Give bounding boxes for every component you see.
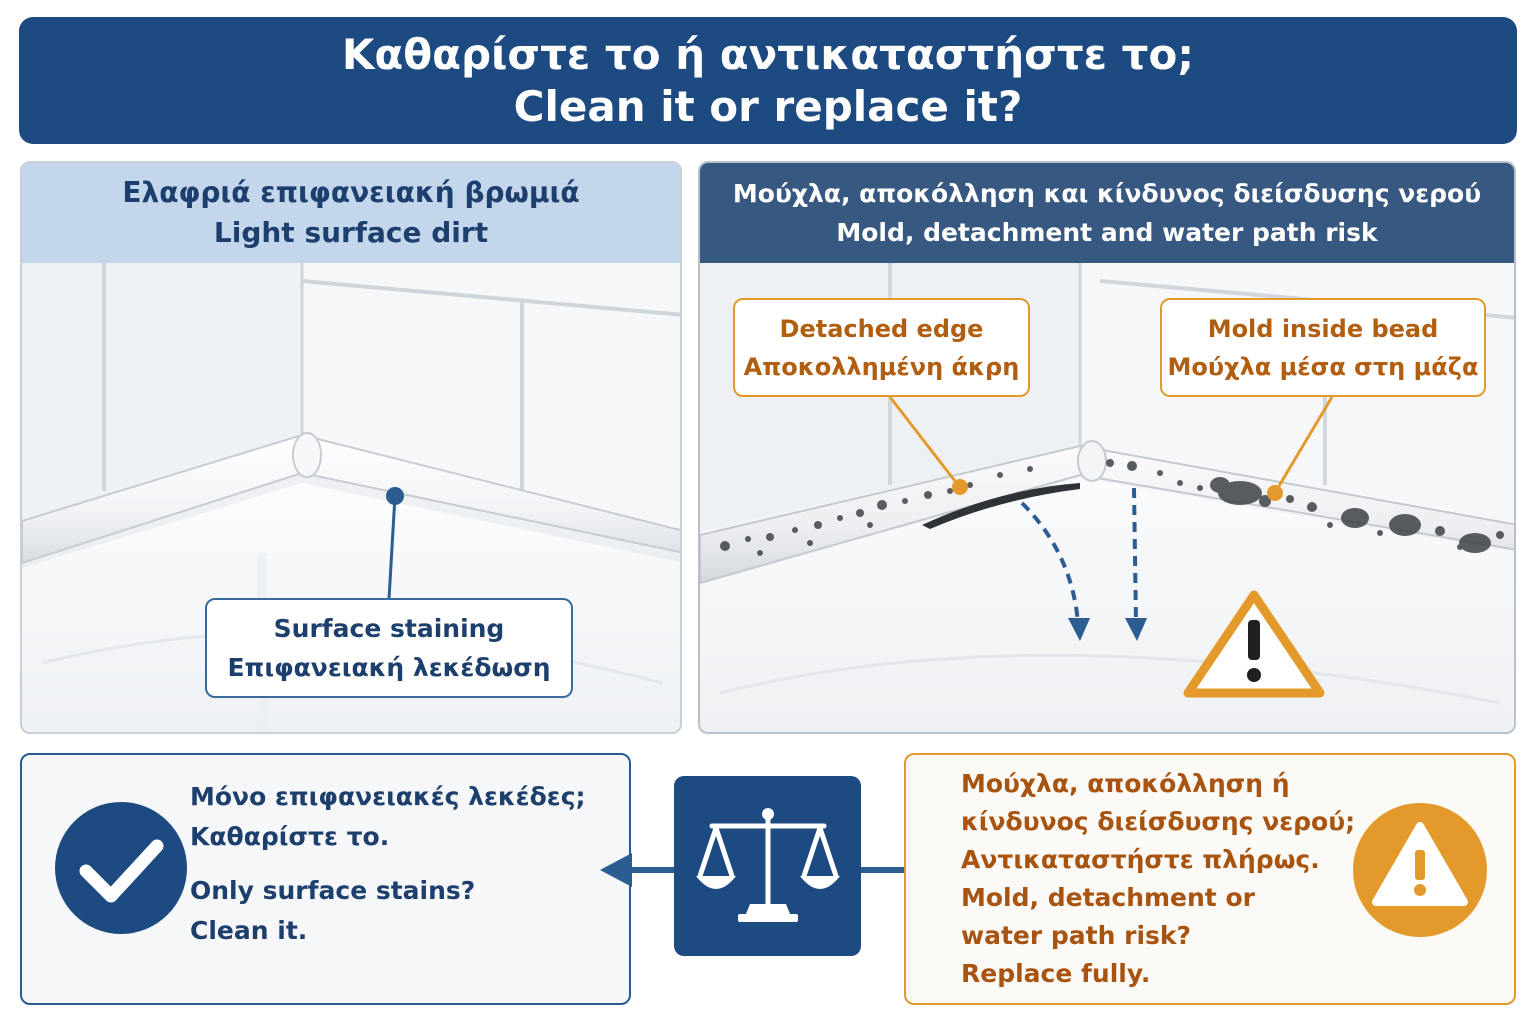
mold-risk-heading-english: Mold, detachment and water path risk — [836, 218, 1378, 247]
warning-icon — [1183, 590, 1325, 698]
replace-en-line-2: water path risk? — [961, 921, 1192, 950]
replace-gr-line-1: Μούχλα, αποκόλληση ή — [961, 769, 1290, 798]
replace-gr-line-2: κίνδυνος διείσδυσης νερού; — [961, 807, 1356, 836]
light-dirt-header: Ελαφριά επιφανειακή βρωμιά Light surface… — [22, 163, 680, 263]
light-dirt-panel: Ελαφριά επιφανειακή βρωμιά Light surface… — [20, 161, 682, 734]
mold-risk-heading-greek: Μούχλα, αποκόλληση και κίνδυνος διείσδυσ… — [732, 179, 1482, 208]
surface-staining-english: Surface staining — [273, 614, 505, 643]
clean-it-box: Μόνο επιφανειακές λεκέδες; Καθαρίστε το.… — [20, 753, 631, 1005]
light-dirt-heading-english: Light surface dirt — [213, 216, 489, 249]
replace-it-text: Μούχλα, αποκόλληση ή κίνδυνος διείσδυσης… — [961, 765, 1355, 993]
clean-gr-line-2: Καθαρίστε το. — [190, 822, 390, 851]
mold-risk-header: Μούχλα, αποκόλληση και κίνδυνος διείσδυσ… — [700, 163, 1514, 263]
detached-edge-english: Detached edge — [779, 314, 984, 343]
clean-en-line-1: Only surface stains? — [190, 876, 476, 905]
replace-it-box: Μούχλα, αποκόλληση ή κίνδυνος διείσδυσης… — [904, 753, 1516, 1005]
scale-tile — [674, 776, 861, 956]
balance-scale-icon — [696, 808, 840, 922]
title-banner: Καθαρίστε το ή αντικαταστήστε το; Clean … — [19, 17, 1517, 144]
clean-it-text: Μόνο επιφανειακές λεκέδες; Καθαρίστε το.… — [190, 777, 586, 951]
replace-en-line-1: Mold, detachment or — [961, 883, 1255, 912]
surface-staining-greek: Επιφανειακή λεκέδωση — [227, 653, 551, 682]
mold-inside-callout: Mold inside bead Μούχλα μέσα στη μάζα — [1160, 298, 1486, 397]
title-greek: Καθαρίστε το ή αντικαταστήστε το; — [341, 29, 1195, 79]
clean-gr-line-1: Μόνο επιφανειακές λεκέδες; — [190, 782, 586, 811]
checkmark-icon — [55, 802, 187, 934]
title-english: Clean it or replace it? — [513, 81, 1023, 131]
surface-staining-callout: Surface staining Επιφανειακή λεκέδωση — [205, 598, 573, 698]
clean-en-line-2: Clean it. — [190, 916, 308, 945]
replace-en-line-3: Replace fully. — [961, 959, 1151, 988]
detached-edge-callout: Detached edge Αποκολλημένη άκρη — [733, 298, 1030, 397]
warning-circle-icon — [1353, 803, 1487, 937]
mold-inside-greek: Μούχλα μέσα στη μάζα — [1167, 352, 1479, 381]
replace-gr-line-3: Αντικαταστήστε πλήρως. — [961, 845, 1320, 874]
detached-edge-greek: Αποκολλημένη άκρη — [743, 352, 1020, 381]
light-dirt-heading-greek: Ελαφριά επιφανειακή βρωμιά — [122, 176, 580, 209]
mold-inside-english: Mold inside bead — [1207, 314, 1439, 343]
mold-risk-panel: Μούχλα, αποκόλληση και κίνδυνος διείσδυσ… — [698, 161, 1516, 734]
